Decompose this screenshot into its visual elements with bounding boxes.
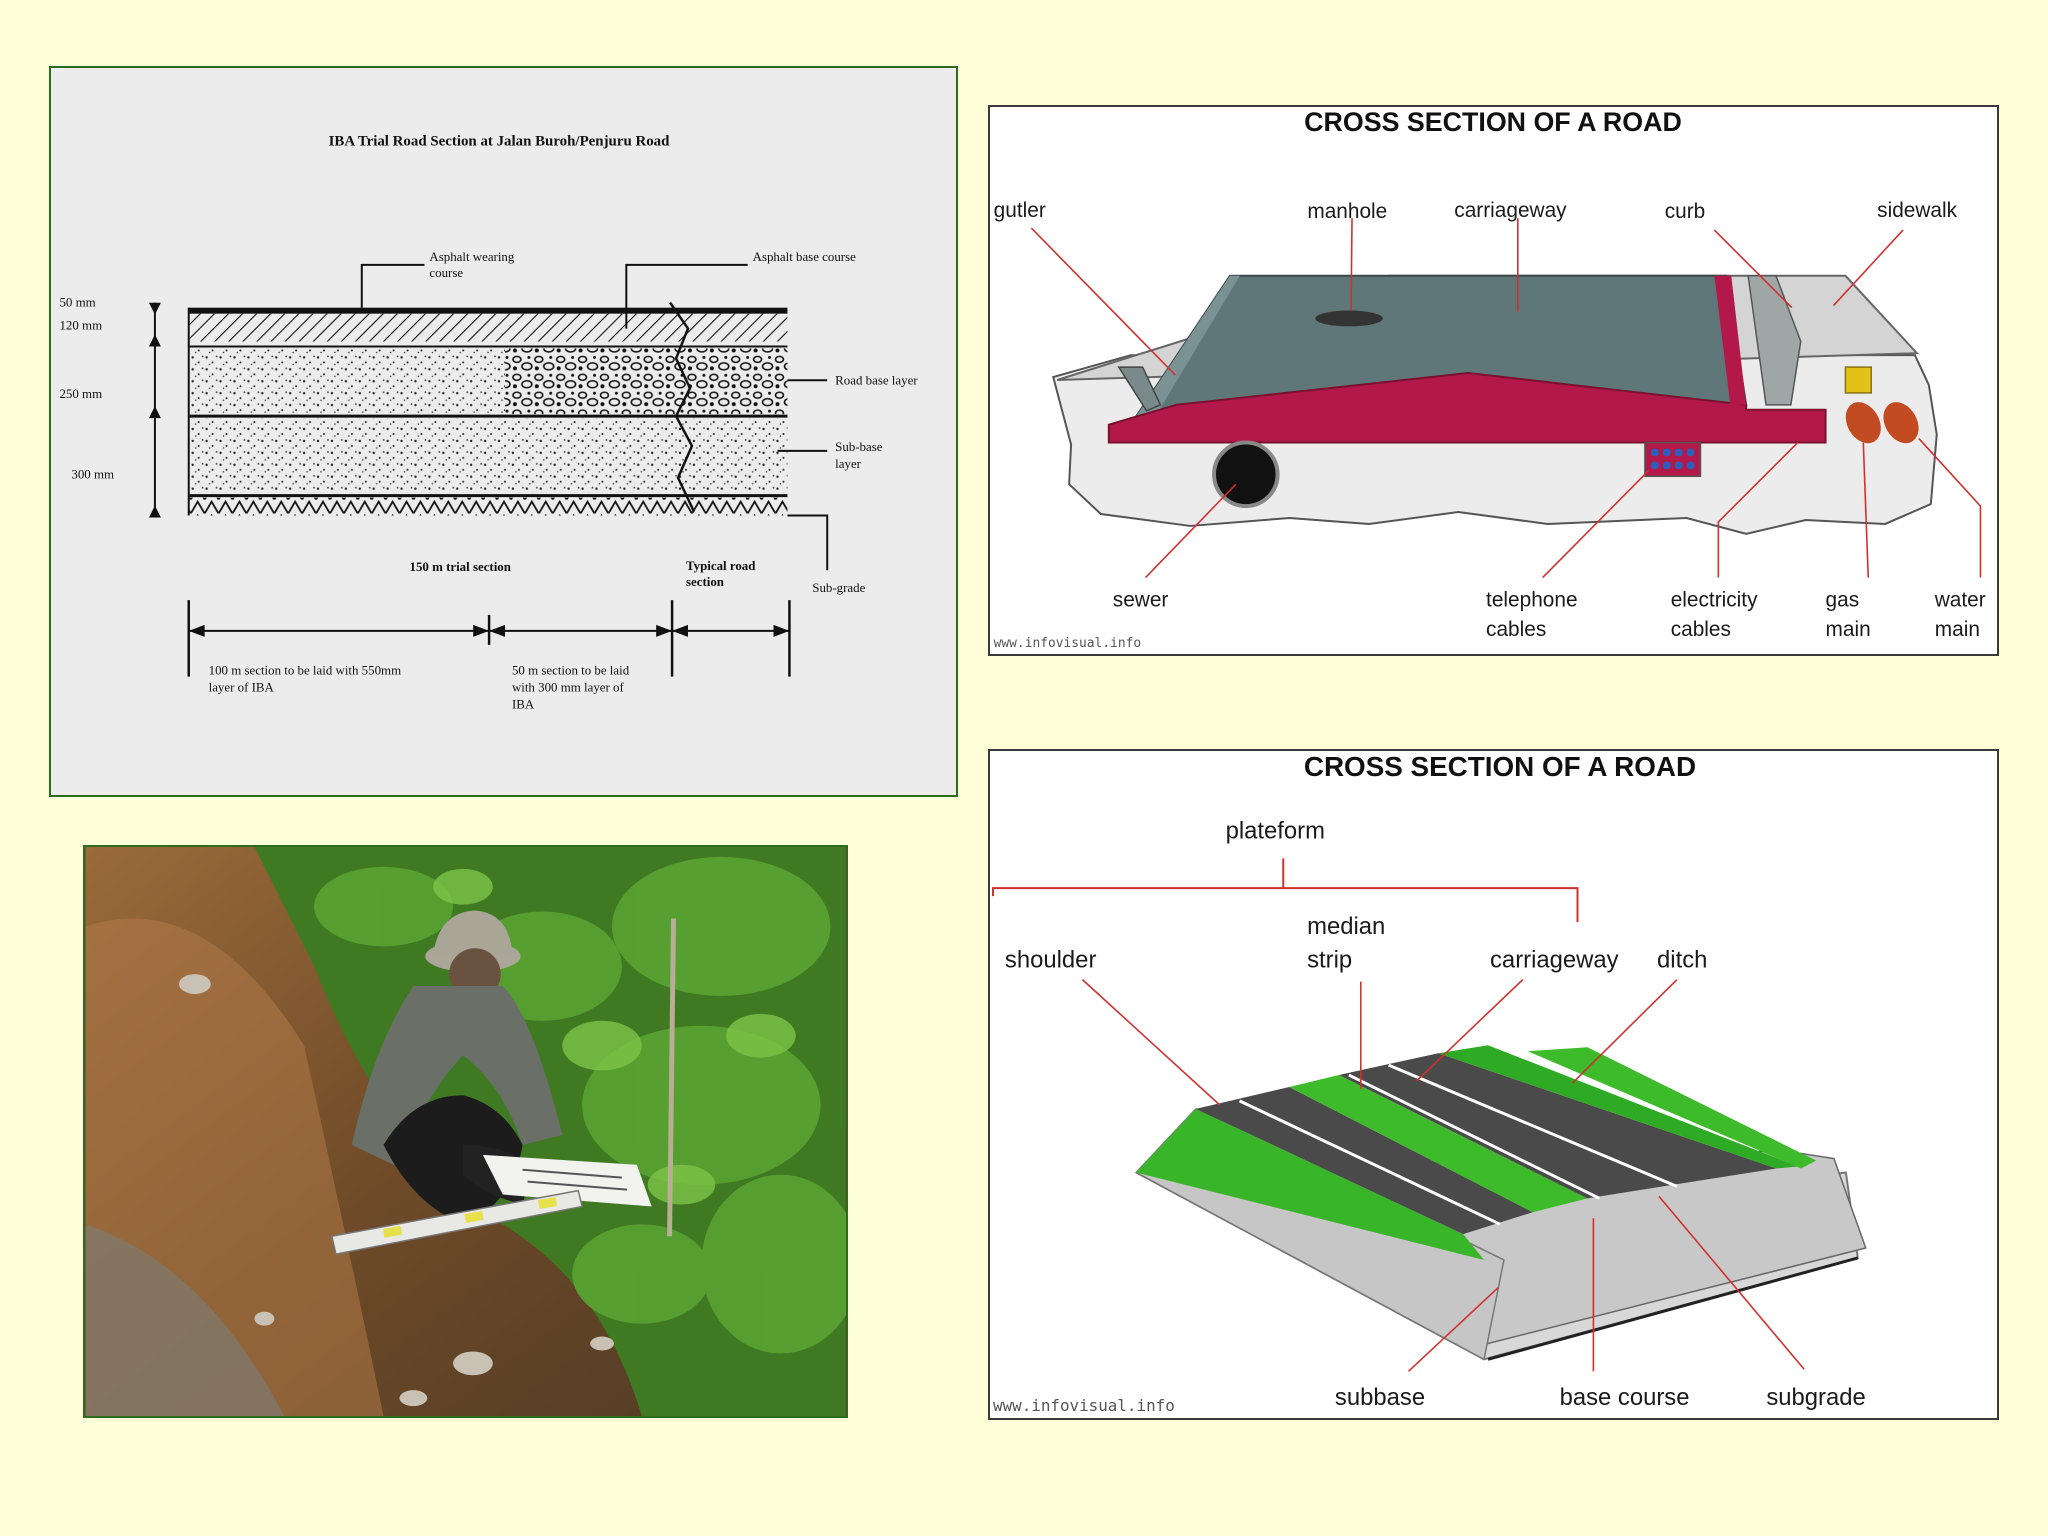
curb-block	[1747, 275, 1802, 406]
road1-watermark: www.infovisual.info	[994, 636, 1141, 651]
subgrade-label: Sub-grade	[812, 580, 865, 595]
label-manhole: manhole	[1307, 200, 1387, 223]
gutter-channel	[1117, 366, 1162, 412]
label-water-2: main	[1935, 618, 1980, 641]
road-layers-svg: CROSS SECTION OF A ROAD plateform should…	[992, 751, 1867, 1415]
subbase-label-2: layer	[835, 456, 861, 471]
label-water: water	[1934, 588, 1986, 611]
label-gas-2: main	[1826, 618, 1871, 641]
label-median: median	[1307, 913, 1385, 940]
label-electricity: electricity	[1671, 588, 1758, 611]
field-photo-svg	[85, 847, 846, 1416]
water-main-pipe	[1883, 402, 1919, 444]
dim-250-label: 250 mm	[59, 386, 102, 401]
far-verge	[1438, 1045, 1799, 1169]
ditch-strip	[1527, 1047, 1817, 1169]
note-50m-label: 50 m section to be laid	[512, 663, 630, 678]
note-100m-label: 100 m section to be laid with 550mm	[209, 663, 402, 678]
label-carriageway-2: carriageway	[1490, 947, 1619, 974]
typical-section-label-2: section	[686, 574, 724, 589]
field-photo	[83, 845, 848, 1418]
road-utilities-diagram: CROSS SECTION OF A ROAD gutler manhole c…	[988, 105, 1999, 656]
dim-300-label: 300 mm	[71, 467, 114, 482]
shoulder-strip	[1136, 1108, 1485, 1260]
label-ditch: ditch	[1657, 947, 1707, 974]
road1-title: CROSS SECTION OF A ROAD	[1304, 107, 1682, 137]
label-telephone: telephone	[1486, 588, 1578, 611]
road-base-coarse-layer	[504, 348, 788, 415]
section-break-line	[669, 302, 696, 513]
label-electricity-2: cables	[1671, 618, 1731, 641]
label-shoulder: shoulder	[1005, 947, 1097, 974]
trial-section-label: 150 m trial section	[410, 559, 511, 574]
label-sewer: sewer	[1113, 588, 1169, 611]
telephone-conduit	[1644, 441, 1702, 478]
subbase-layer	[188, 418, 788, 493]
asphalt-wearing-label-2: course	[429, 265, 463, 280]
road2-title: CROSS SECTION OF A ROAD	[1304, 751, 1696, 782]
electricity-cables-bundle	[1844, 366, 1872, 394]
label-curb: curb	[1665, 200, 1706, 223]
manhole-cover	[1315, 310, 1383, 327]
leader-lines	[1030, 218, 1982, 579]
road-base-label: Road base layer	[835, 372, 918, 387]
wearing-course-layer	[188, 307, 788, 314]
gravel-patch	[85, 1224, 285, 1416]
gas-main-pipe	[1845, 402, 1881, 444]
label-subbase: subbase	[1335, 1384, 1425, 1411]
spirit-level	[331, 1189, 584, 1256]
asphalt-base-label: Asphalt base course	[753, 249, 856, 264]
label-sidewalk: sidewalk	[1877, 199, 1957, 222]
road2-watermark: www.infovisual.info	[993, 1396, 1175, 1415]
survey-stake	[667, 918, 677, 1237]
road-base-crimson	[1107, 372, 1827, 444]
label-plateform: plateform	[1226, 817, 1325, 844]
dim-50-label: 50 mm	[59, 295, 95, 310]
road-utilities-svg: CROSS SECTION OF A ROAD gutler manhole c…	[994, 107, 1986, 651]
median-strip	[1289, 1075, 1588, 1213]
label-median-2: strip	[1307, 947, 1352, 974]
subgrade-layer	[188, 497, 788, 516]
note-50m-label-3: IBA	[512, 696, 535, 711]
label-gas: gas	[1826, 588, 1860, 611]
plateform-bracket	[992, 887, 1579, 922]
label-telephone-2: cables	[1486, 618, 1546, 641]
sketch-title: IBA Trial Road Section at Jalan Buroh/Pe…	[329, 134, 671, 150]
asphalt-base-layer	[188, 313, 788, 342]
label-subgrade: subgrade	[1766, 1384, 1865, 1411]
road-base-fine-layer	[188, 348, 505, 415]
label-gutter: gutler	[994, 199, 1046, 222]
subbase-label: Sub-base	[835, 439, 883, 454]
note-50m-label-2: with 300 mm layer of	[512, 680, 625, 695]
note-100m-label-2: layer of IBA	[209, 680, 275, 695]
leader-lines-2	[1081, 979, 1805, 1372]
asphalt-wearing-label: Asphalt wearing	[429, 249, 514, 264]
sketch-svg: IBA Trial Road Section at Jalan Buroh/Pe…	[59, 134, 918, 712]
dim-120-label: 120 mm	[59, 318, 102, 333]
label-base-course: base course	[1560, 1384, 1690, 1411]
label-carriageway: carriageway	[1454, 199, 1567, 222]
trial-road-section-sketch: IBA Trial Road Section at Jalan Buroh/Pe…	[49, 66, 958, 797]
paper-sheets	[482, 1154, 652, 1207]
typical-section-label: Typical road	[686, 558, 756, 573]
road-layers-diagram: CROSS SECTION OF A ROAD plateform should…	[988, 749, 1999, 1420]
